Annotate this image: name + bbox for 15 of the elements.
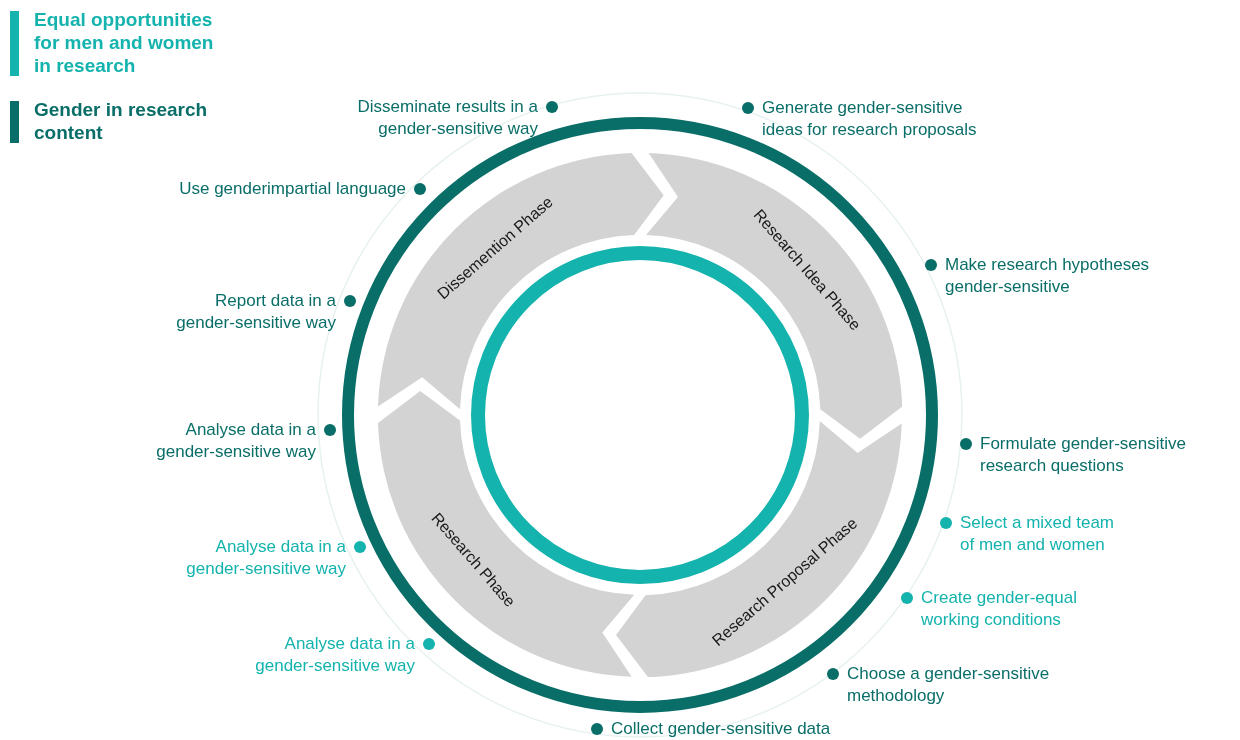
item-text: Analyse data in a gender-sensitive way (155, 419, 316, 463)
item-text: Report data in a gender-sensitive way (175, 290, 336, 334)
legend-text: Equal opportunities for men and women in research (34, 8, 215, 77)
legend-text: Gender in research content (34, 98, 209, 144)
item-text: Analyse data in a gender-sensitive way (185, 536, 346, 580)
item-text: Formulate gender-sensitive research questions (980, 433, 1187, 477)
item-text: Collect gender-sensitive data (611, 718, 832, 740)
item-text: Disseminate results in a gender-sensitive way (356, 96, 538, 140)
item-text: Generate gender-sensitive ideas for research proposals (762, 97, 978, 141)
item-text: Select a mixed team of men and women (960, 512, 1115, 556)
item-text: Choose a gender-sensitive methodology (847, 663, 1051, 707)
item-text: Analyse data in a gender-sensitive way (254, 633, 415, 677)
item-text: Create gender-equal working conditions (921, 587, 1078, 631)
item-text: Make research hypotheses gender-sensitive (945, 254, 1151, 298)
item-text: Use genderimpartial language (178, 178, 406, 200)
